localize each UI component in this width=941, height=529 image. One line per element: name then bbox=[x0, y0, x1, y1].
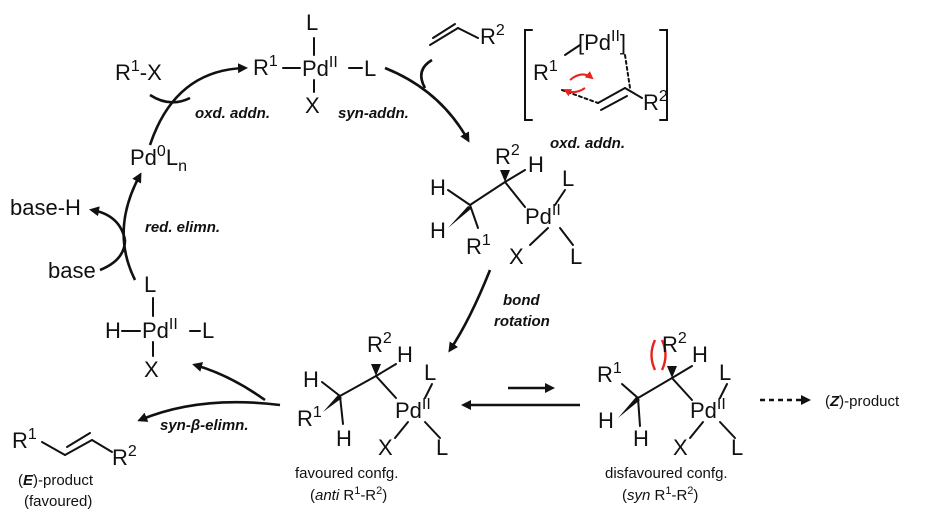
svg-text:R2: R2 bbox=[480, 22, 505, 49]
svg-text:L: L bbox=[570, 244, 582, 269]
hpd-outgoing-arrow bbox=[192, 362, 266, 402]
syn-beta-elimn-label: syn-β-elimn. bbox=[160, 417, 249, 434]
svg-text:L: L bbox=[202, 318, 214, 343]
svg-text:R2: R2 bbox=[662, 330, 687, 357]
syn-addn-label: syn-addn. bbox=[338, 105, 409, 122]
svg-text:R1: R1 bbox=[466, 232, 491, 259]
svg-text:H: H bbox=[598, 408, 614, 433]
rotation-label: rotation bbox=[494, 313, 550, 330]
svg-text:R2: R2 bbox=[495, 142, 520, 169]
oxd-addn-arrow bbox=[148, 63, 248, 146]
svg-text:H: H bbox=[303, 367, 319, 392]
e-product-note: (favoured) bbox=[24, 493, 92, 510]
svg-text:H: H bbox=[105, 318, 121, 343]
disfavoured-subcaption: (syn R1-R2) bbox=[622, 485, 698, 504]
hydrido-pd-complex: H PdII L L X bbox=[105, 272, 214, 382]
red-elimn-arrow bbox=[122, 172, 142, 281]
svg-text:R1: R1 bbox=[12, 426, 37, 453]
z-product-label: (Z)-product bbox=[825, 393, 900, 410]
svg-text:L: L bbox=[144, 272, 156, 297]
oxd-addn-label: oxd. addn. bbox=[195, 105, 270, 122]
favoured-caption: favoured confg. bbox=[295, 465, 398, 482]
red-elimn-label: red. elimn. bbox=[145, 219, 220, 236]
svg-text:L: L bbox=[731, 435, 743, 460]
svg-text:Pd0Ln: Pd0Ln bbox=[130, 143, 187, 175]
svg-text:L: L bbox=[562, 166, 574, 191]
insertion-product: R2 H H H R1 PdII L X L bbox=[430, 142, 582, 269]
svg-text:R2: R2 bbox=[643, 88, 668, 115]
equilibrium-arrows bbox=[461, 383, 580, 410]
svg-text:X: X bbox=[144, 357, 159, 382]
base-h-out-arrow bbox=[89, 206, 127, 241]
svg-text:L: L bbox=[436, 435, 448, 460]
disfavoured-conformer: R2 H R1 H H PdII L X L bbox=[597, 330, 743, 460]
svg-text:R1: R1 bbox=[597, 360, 622, 387]
favoured-conformer: R2 H H R1 H PdII L X L bbox=[297, 330, 448, 460]
svg-text:R1-X: R1-X bbox=[115, 58, 162, 85]
base-in-curve bbox=[99, 239, 127, 272]
svg-text:L: L bbox=[719, 360, 731, 385]
e-alkene-product: R1 R2 bbox=[12, 426, 137, 470]
svg-text:X: X bbox=[509, 244, 524, 269]
svg-text:PdII: PdII bbox=[395, 396, 431, 423]
svg-text:R1: R1 bbox=[297, 404, 322, 431]
svg-text:R1: R1 bbox=[533, 58, 558, 85]
svg-text:H: H bbox=[336, 426, 352, 451]
svg-text:X: X bbox=[673, 435, 688, 460]
svg-text:R1: R1 bbox=[253, 53, 278, 80]
svg-text:PdII: PdII bbox=[525, 202, 561, 229]
pd0-catalyst: Pd0Ln bbox=[130, 143, 187, 175]
bond-rotation-arrow bbox=[448, 269, 492, 353]
base: base bbox=[48, 258, 96, 283]
bond-label: bond bbox=[503, 292, 540, 309]
svg-text:H: H bbox=[397, 342, 413, 367]
syn-addn-arrow bbox=[384, 66, 470, 143]
base-h: base-H bbox=[10, 195, 81, 220]
svg-text:X: X bbox=[305, 93, 320, 118]
svg-text:L: L bbox=[424, 360, 436, 385]
svg-text:H: H bbox=[528, 152, 544, 177]
transition-state: [PdII] R1 R2 oxd. addn. bbox=[524, 28, 668, 152]
ts-oxd-addn-label: oxd. addn. bbox=[550, 135, 625, 152]
svg-text:H: H bbox=[692, 342, 708, 367]
r1x-incoming-curve bbox=[149, 93, 191, 104]
svg-text:H: H bbox=[430, 218, 446, 243]
svg-text:[PdII]: [PdII] bbox=[578, 28, 626, 55]
syn-beta-elimn-arrow bbox=[137, 400, 281, 422]
svg-text:PdII: PdII bbox=[142, 316, 178, 343]
svg-text:PdII: PdII bbox=[302, 54, 338, 81]
favoured-subcaption: (anti R1-R2) bbox=[310, 485, 387, 504]
alkene-incoming-curve bbox=[420, 58, 433, 89]
e-product-label: (E)-product bbox=[18, 472, 94, 489]
svg-text:R2: R2 bbox=[367, 330, 392, 357]
alkene: R2 bbox=[429, 22, 505, 49]
svg-text:PdII: PdII bbox=[690, 396, 726, 423]
svg-text:H: H bbox=[633, 426, 649, 451]
oxd-addn-complex: R1 PdII L L X bbox=[253, 10, 376, 118]
svg-text:L: L bbox=[306, 10, 318, 35]
svg-text:X: X bbox=[378, 435, 393, 460]
disfavoured-caption: disfavoured confg. bbox=[605, 465, 728, 482]
svg-text:L: L bbox=[364, 56, 376, 81]
svg-text:R2: R2 bbox=[112, 443, 137, 470]
aryl-halide: R1-X bbox=[115, 58, 162, 85]
svg-text:H: H bbox=[430, 175, 446, 200]
